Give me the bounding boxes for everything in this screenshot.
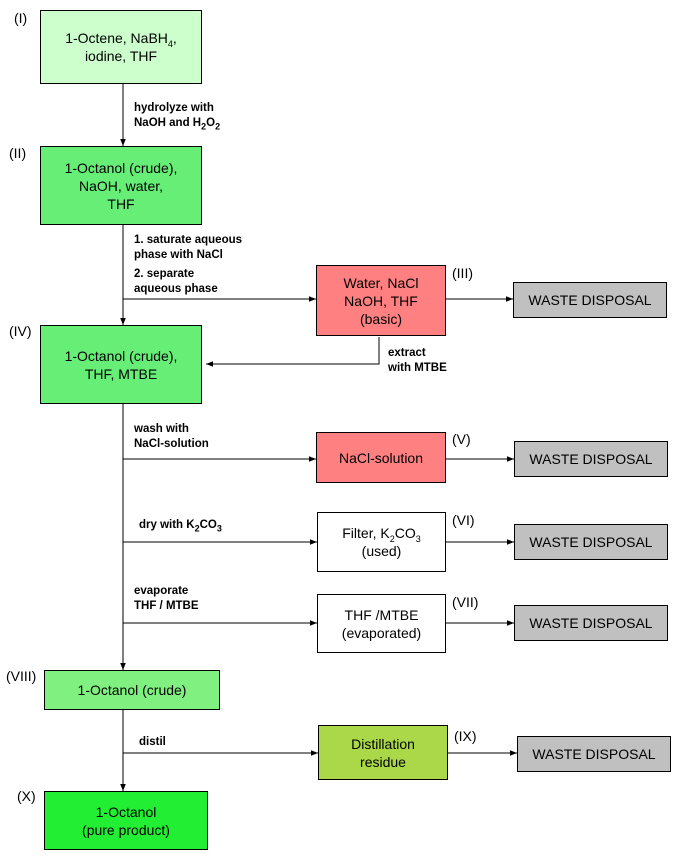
node-text-line: iodine, THF [84,48,158,64]
waste-disposal-box: WASTE DISPOSAL [517,736,671,772]
edge-label-extract: extract with MTBE [388,346,447,376]
node-text-line: NaOH, water, [78,177,164,194]
edge-label-line: 2. separate [134,268,195,280]
edge-label-line: 1. saturate aqueous [134,234,243,246]
edge-label-line: THF / MTBE [134,600,199,612]
step-number: (IX) [454,728,477,744]
edge-label-line: aqueous phase [134,283,218,295]
node-octanol-crude: 1-Octanol (crude) [44,670,220,710]
edge-label-line: NaCl-solution [134,438,209,450]
node-text-line: NaOH, THF [344,292,418,309]
node-octanol-crude-aqueous: 1-Octanol (crude),NaOH, water,THF [40,146,202,225]
node-text-line: Filter, K2CO3 [342,525,421,544]
node-octanol-crude-mtbe: 1-Octanol (crude),THF, MTBE [40,325,202,404]
node-text-line: 1-Octene, NaBH4, [65,30,177,49]
edge-label-line: with MTBE [388,362,447,374]
node-text-line: 1-Octanol [95,803,157,820]
edge-label-separate: 2. separate aqueous phase [134,267,218,297]
node-text-line: 1-Octanol (crude), [64,347,178,364]
node-text-line: residue [360,753,406,770]
node-text-line: THF /MTBE [344,606,419,623]
node-text-line: 1-Octanol (crude) [77,682,187,698]
edge-label-distil: distil [139,735,166,750]
node-thf-mtbe-evaporated: THF /MTBE(evaporated) [317,594,446,653]
step-number: (IV) [9,323,32,339]
waste-disposal-box: WASTE DISPOSAL [514,605,668,641]
node-filter-k2co3: Filter, K2CO3(used) [317,512,446,572]
edge-label-saturate: 1. saturate aqueous phase with NaCl [134,233,242,263]
step-number: (VII) [452,594,479,610]
step-number: (V) [452,431,471,447]
node-text-line: (evaporated) [341,624,422,641]
node-text-line: NaCl-solution [338,449,424,466]
node-nacl-solution: NaCl-solution [316,432,446,483]
edge-label-line: distil [139,736,166,748]
node-octanol-pure: 1-Octanol(pure product) [44,791,208,850]
node-text-line: Distillation [351,735,415,752]
step-number: (VI) [452,512,475,528]
edge-label-line: evaporate [134,585,189,597]
edge-label-line: hydrolyze with [134,102,214,114]
edge-label-line: NaOH and H2O2 [134,117,221,132]
node-text-line: (used) [361,543,402,559]
edge-label-line: phase with NaCl [134,249,223,261]
edge-label-line: wash with [134,423,189,435]
node-text-line: (pure product) [82,821,170,838]
node-1-octene: 1-Octene, NaBH4,iodine, THF [40,10,202,84]
waste-disposal-box: WASTE DISPOSAL [514,441,668,477]
node-text-line: 1-Octanol (crude), [64,159,178,176]
arrow-iii-to-iv [206,337,380,367]
waste-disposal-box: WASTE DISPOSAL [514,524,668,560]
step-number: (II) [9,145,27,161]
edge-label-line: extract [388,347,426,359]
node-text-line: THF [107,195,135,212]
edge-label-dry: dry with K2CO3 [139,518,222,533]
node-text-line: Water, NaCl [343,274,419,291]
node-text-line: (basic) [359,310,402,327]
edge-label-line: dry with K2CO3 [139,519,222,534]
step-number: (III) [452,265,473,281]
step-number: (VIII) [6,668,37,684]
waste-disposal-box: WASTE DISPOSAL [513,282,667,318]
node-text-line: THF, MTBE [84,365,158,382]
step-number: (I) [14,10,28,26]
step-number: (X) [17,788,36,804]
